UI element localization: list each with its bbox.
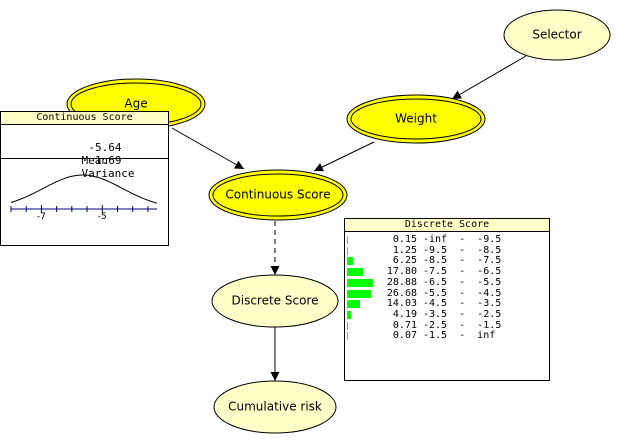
- node-selector[interactable]: Selector: [503, 9, 611, 61]
- probability-value: 0.71: [392, 319, 417, 331]
- probability-bar: [347, 332, 348, 341]
- state-interval: -2.5 - -1.5: [423, 319, 502, 331]
- probability-bar: [347, 321, 348, 330]
- discrete-row: 4.19 -3.5 - -2.5: [345, 309, 549, 320]
- node-cumulative-risk[interactable]: Cumulative risk: [213, 380, 337, 434]
- edge-selector-weight: [451, 55, 527, 100]
- discrete-row: 17.80 -7.5 - -6.5: [345, 266, 549, 277]
- density-curve: [10, 174, 158, 204]
- probability-value: 0.15: [392, 234, 417, 245]
- discrete-row: 0.15 -inf - -9.5: [345, 234, 549, 245]
- node-cumulative-risk-label: Cumulative risk: [228, 400, 322, 414]
- discrete-row: 0.07 -1.5 - inf: [345, 330, 549, 341]
- node-weight-label: Weight: [395, 112, 437, 126]
- state-interval: -9.5 - -8.5: [423, 244, 502, 256]
- state-interval: -1.5 - inf: [423, 330, 496, 342]
- discrete-row: 14.03 -4.5 - -3.5: [345, 298, 549, 309]
- probability-value: 17.80: [386, 266, 417, 278]
- edge-age-continuous: [171, 127, 245, 170]
- edge-weight-continuous: [313, 141, 375, 172]
- discrete-row: 0.71 -2.5 - -1.5: [345, 320, 549, 331]
- probability-value: 0.07: [392, 330, 417, 342]
- probability-bar: [347, 236, 348, 244]
- probability-bar: [347, 289, 371, 298]
- node-discrete-score[interactable]: Discrete Score: [211, 274, 339, 328]
- state-interval: -6.5 - -5.5: [423, 276, 502, 288]
- mean-label: Mean: [81, 154, 109, 167]
- probability-bar: [347, 310, 351, 319]
- probability-bar: [347, 300, 360, 309]
- state-interval: -5.5 - -4.5: [423, 287, 502, 299]
- density-ticks: [10, 205, 149, 213]
- probability-value: 14.03: [386, 298, 417, 310]
- discrete-monitor-title: Discrete Score: [345, 219, 549, 232]
- discrete-row: 1.25 -9.5 - -8.5: [345, 245, 549, 256]
- state-interval: -8.5 - -7.5: [423, 255, 502, 267]
- tick-label-minus-7: -7: [37, 212, 46, 222]
- continuous-score-monitor[interactable]: Continuous Score -5.64 Mean 1.69 Varianc…: [0, 111, 169, 246]
- probability-bar: [347, 246, 349, 255]
- continuous-monitor-title: Continuous Score: [1, 112, 168, 125]
- discrete-row: 26.68 -5.5 - -4.5: [345, 288, 549, 299]
- node-continuous-score[interactable]: Continuous Score: [208, 169, 348, 221]
- probability-value: 6.25: [392, 255, 417, 267]
- node-age-label: Age: [124, 97, 147, 111]
- probability-value: 4.19: [392, 308, 417, 320]
- mean-row: -5.64 Mean: [55, 128, 122, 180]
- density-plot: -7 -5: [10, 174, 158, 222]
- probability-bar: [347, 278, 373, 287]
- probability-value: 28.88: [386, 276, 417, 288]
- discrete-row: 6.25 -8.5 - -7.5: [345, 255, 549, 266]
- mean-value: -5.64: [88, 141, 122, 154]
- state-interval: -7.5 - -6.5: [423, 266, 502, 278]
- node-selector-label: Selector: [532, 28, 581, 42]
- discrete-score-monitor[interactable]: Discrete Score 0.15 -inf - -9.5 1.25 -9.5 -…: [344, 218, 550, 381]
- tick-label-minus-5: -5: [98, 212, 107, 222]
- state-interval: -4.5 - -3.5: [423, 298, 502, 310]
- state-interval: -inf - -9.5: [423, 234, 502, 245]
- state-interval: -3.5 - -2.5: [423, 308, 502, 320]
- node-discrete-score-label: Discrete Score: [232, 294, 319, 308]
- node-weight[interactable]: Weight: [346, 94, 486, 144]
- node-continuous-score-label: Continuous Score: [225, 188, 330, 202]
- probability-value: 26.68: [386, 287, 417, 299]
- monitor-divider: [1, 158, 168, 159]
- probability-bar: [347, 257, 353, 266]
- discrete-row: 28.88 -6.5 - -5.5: [345, 277, 549, 288]
- variance-value: 1.69: [95, 154, 122, 167]
- probability-value: 1.25: [392, 244, 417, 256]
- probability-bar: [347, 268, 364, 277]
